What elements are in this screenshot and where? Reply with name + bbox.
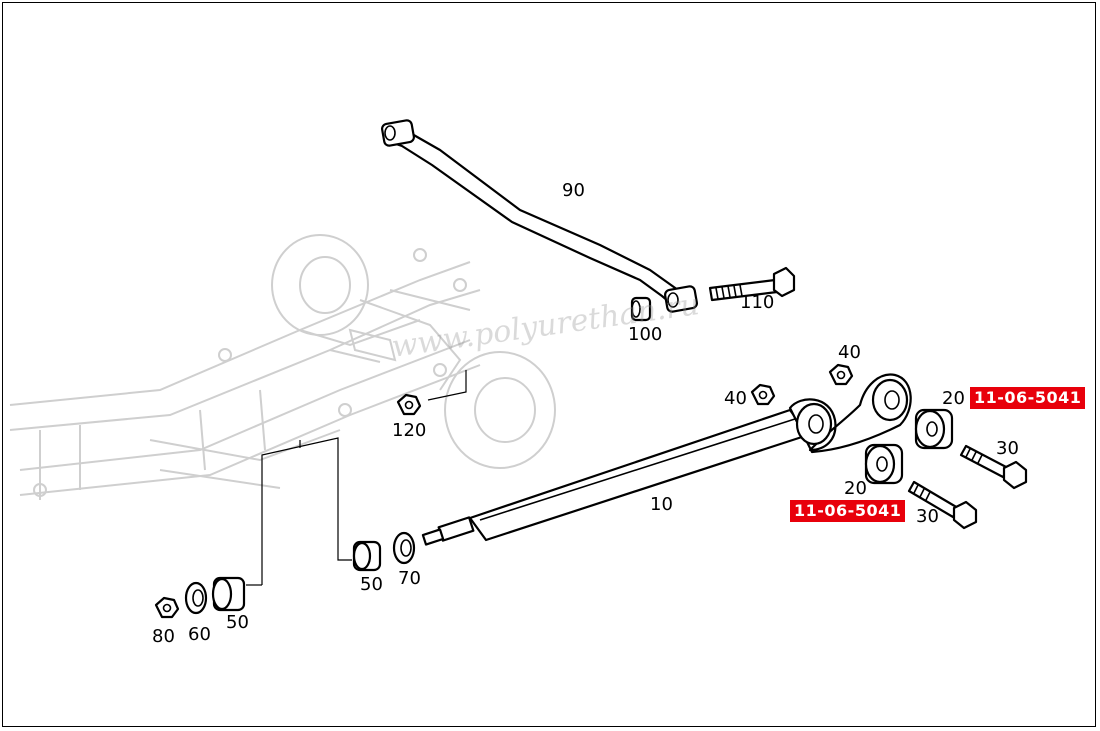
callout-30-top: 30 bbox=[996, 438, 1019, 459]
callout-50-right: 50 bbox=[360, 574, 383, 595]
part-30-bolts bbox=[907, 444, 1028, 530]
part-10-control-arm bbox=[421, 373, 912, 546]
callout-30-bottom: 30 bbox=[916, 506, 939, 527]
part-100-bushing bbox=[630, 296, 652, 322]
callout-50-left: 50 bbox=[226, 612, 249, 633]
callout-40-left: 40 bbox=[724, 388, 747, 409]
callout-100: 100 bbox=[628, 324, 663, 345]
part-50-bushings bbox=[211, 540, 382, 612]
part-120-nut bbox=[396, 393, 422, 416]
callout-80: 80 bbox=[152, 626, 175, 647]
part-40-nuts bbox=[750, 363, 854, 406]
callout-70: 70 bbox=[398, 568, 421, 589]
callout-20-bottom: 20 bbox=[844, 478, 867, 499]
callout-60: 60 bbox=[188, 624, 211, 645]
callout-20-top: 20 bbox=[942, 388, 965, 409]
callout-120: 120 bbox=[392, 420, 427, 441]
part-110-bolt bbox=[708, 266, 796, 302]
leader-lines bbox=[246, 370, 467, 586]
part-80-nut bbox=[154, 596, 180, 619]
part-number-badge-top[interactable]: 11-06-5041 bbox=[970, 387, 1086, 409]
part-number-badge-bottom[interactable]: 11-06-5041 bbox=[790, 500, 906, 522]
part-70-washer bbox=[392, 531, 416, 565]
callout-40-top: 40 bbox=[838, 342, 861, 363]
part-60-washer bbox=[184, 581, 208, 615]
callout-90: 90 bbox=[562, 180, 585, 201]
callout-110: 110 bbox=[740, 292, 775, 313]
part-90-rod bbox=[381, 119, 698, 313]
part-20-bushings bbox=[864, 408, 954, 485]
ghost-chassis bbox=[9, 234, 556, 500]
callout-10: 10 bbox=[650, 494, 673, 515]
